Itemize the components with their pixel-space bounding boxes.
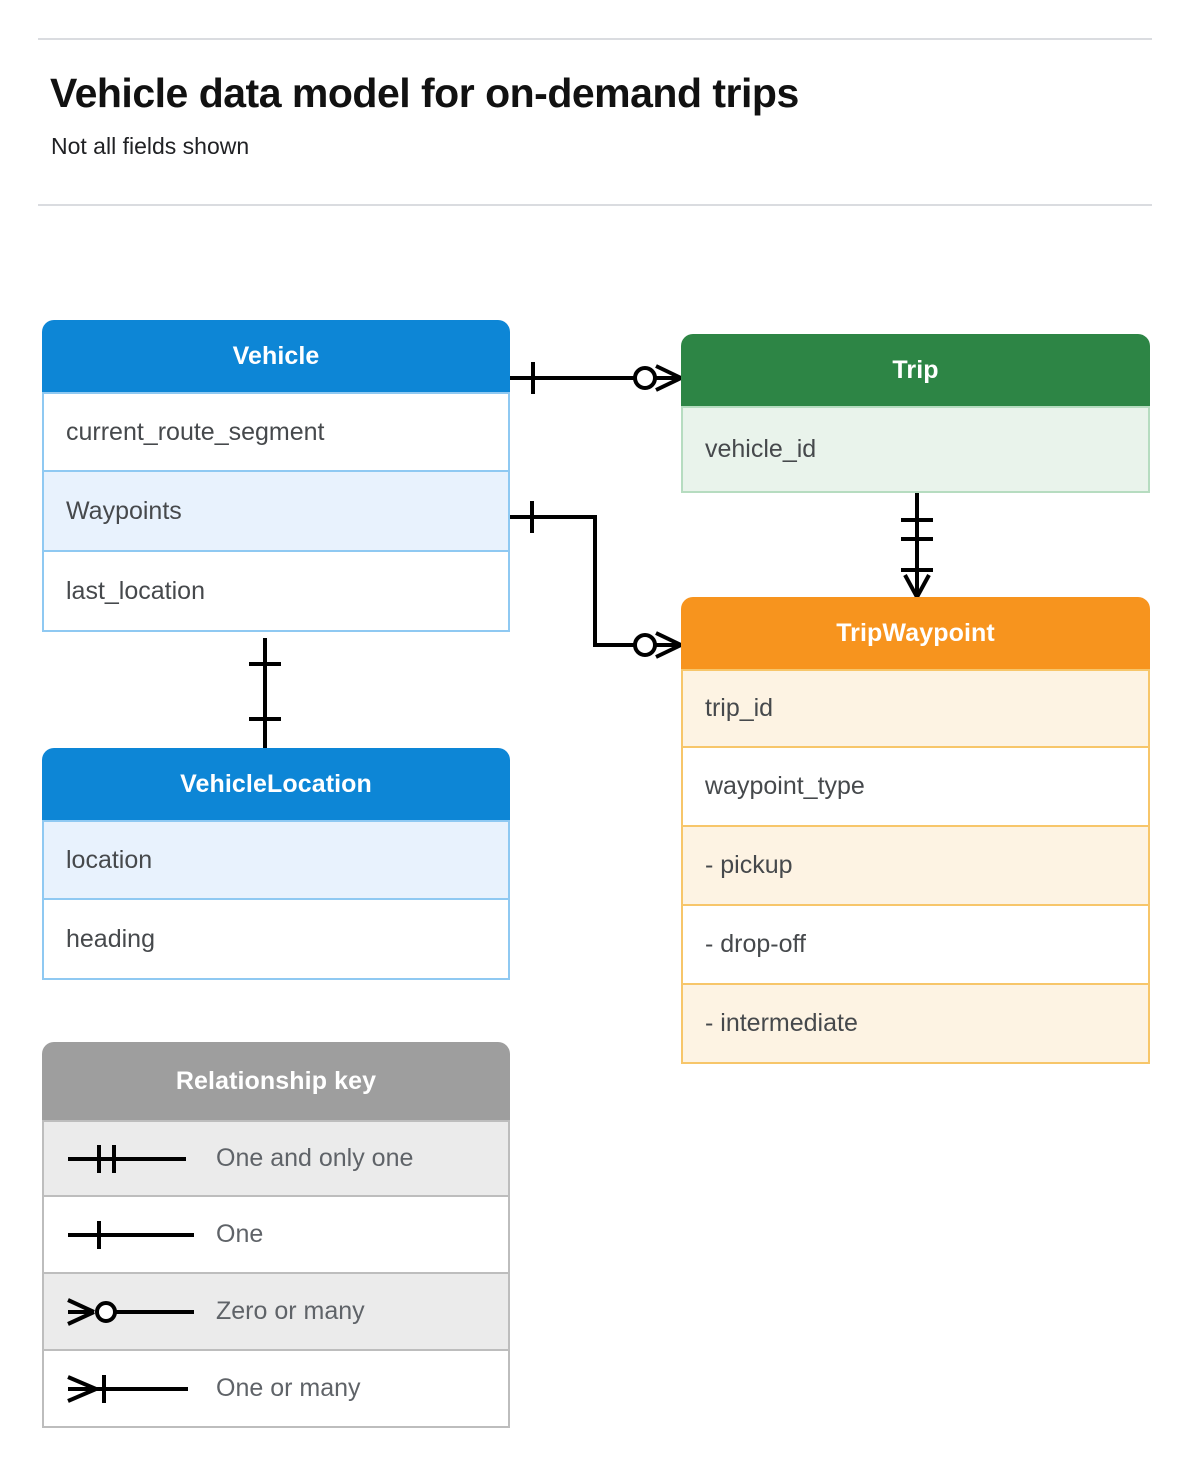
- entity-trip-waypoint-field-2[interactable]: - pickup: [681, 827, 1150, 906]
- one-and-only-one-icon: [44, 1139, 216, 1179]
- entity-vehicle[interactable]: Vehicle current_route_segment Waypoints …: [42, 320, 510, 632]
- legend-row-zero-or-many[interactable]: Zero or many: [42, 1274, 510, 1351]
- legend-label-one-and-only-one: One and only one: [216, 1144, 414, 1172]
- connector-waypoints-tripwaypoint: [510, 501, 682, 659]
- entity-trip[interactable]: Trip vehicle_id: [681, 334, 1150, 493]
- divider-top: [38, 38, 1152, 40]
- entity-vehicle-location-title: VehicleLocation: [42, 748, 510, 820]
- entity-trip-title: Trip: [681, 334, 1150, 406]
- connector-trip-tripwaypoint: [901, 493, 933, 598]
- entity-vehicle-location-field-0[interactable]: location: [42, 820, 510, 900]
- entity-trip-waypoint[interactable]: TripWaypoint trip_id waypoint_type - pic…: [681, 597, 1150, 1064]
- relationship-key-legend[interactable]: Relationship key One and only one One: [42, 1042, 510, 1428]
- entity-vehicle-location-field-1[interactable]: heading: [42, 900, 510, 980]
- entity-vehicle-title: Vehicle: [42, 320, 510, 392]
- divider-bottom: [38, 204, 1152, 206]
- connector-vehicle-vehiclelocation: [249, 638, 281, 748]
- entity-vehicle-field-1[interactable]: Waypoints: [42, 472, 510, 552]
- entity-trip-waypoint-field-1[interactable]: waypoint_type: [681, 748, 1150, 827]
- entity-trip-field-0[interactable]: vehicle_id: [681, 406, 1150, 493]
- page-title: Vehicle data model for on-demand trips: [50, 70, 799, 116]
- legend-row-one[interactable]: One: [42, 1197, 510, 1274]
- page-subtitle: Not all fields shown: [51, 133, 250, 159]
- legend-row-one-and-only-one[interactable]: One and only one: [42, 1120, 510, 1197]
- connector-vehicle-trip: [510, 362, 682, 394]
- entity-trip-waypoint-field-3[interactable]: - drop-off: [681, 906, 1150, 985]
- entity-vehicle-location[interactable]: VehicleLocation location heading: [42, 748, 510, 980]
- one-icon: [44, 1215, 216, 1255]
- zero-or-many-icon: [44, 1292, 216, 1332]
- one-or-many-icon: [44, 1369, 216, 1409]
- entity-vehicle-field-2[interactable]: last_location: [42, 552, 510, 632]
- entity-vehicle-field-0[interactable]: current_route_segment: [42, 392, 510, 472]
- entity-trip-waypoint-title: TripWaypoint: [681, 597, 1150, 669]
- legend-label-zero-or-many: Zero or many: [216, 1297, 365, 1325]
- legend-row-one-or-many[interactable]: One or many: [42, 1351, 510, 1428]
- entity-trip-waypoint-field-4[interactable]: - intermediate: [681, 985, 1150, 1064]
- relationship-key-title: Relationship key: [42, 1042, 510, 1120]
- entity-trip-waypoint-field-0[interactable]: trip_id: [681, 669, 1150, 748]
- legend-label-one-or-many: One or many: [216, 1374, 361, 1402]
- legend-label-one: One: [216, 1220, 264, 1248]
